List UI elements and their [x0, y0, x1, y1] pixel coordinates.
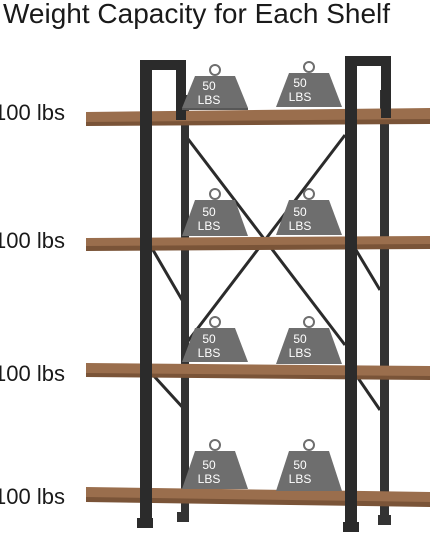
weight-value: 50	[202, 79, 216, 93]
shelf-2-capacity-label: 100 lbs	[0, 228, 65, 253]
weight-value: 50	[293, 332, 307, 346]
weight-unit: LBS	[198, 472, 221, 486]
weight-value: 50	[202, 458, 216, 472]
weight-shelf2-left: 50 LBS	[182, 188, 248, 236]
side-diagonal-braces	[151, 249, 382, 412]
weight-unit: LBS	[289, 346, 312, 360]
weight-shelf4-right: 50 LBS	[276, 439, 342, 491]
weight-unit: LBS	[289, 219, 312, 233]
page-title: Weight Capacity for Each Shelf	[3, 0, 391, 29]
shelf-1-capacity-label: 100 lbs	[0, 100, 65, 125]
weight-unit: LBS	[198, 93, 221, 107]
back-uprights	[177, 90, 391, 525]
weight-shelf3-left: 50 LBS	[182, 316, 248, 362]
weight-shelf1-left: 50 LBS	[182, 64, 248, 110]
shelf-2	[86, 236, 430, 251]
front-uprights	[137, 56, 391, 532]
weight-unit: LBS	[198, 346, 221, 360]
shelf-1	[86, 108, 430, 126]
weight-shelf1-right: 50 LBS	[276, 61, 342, 107]
weight-value: 50	[293, 205, 307, 219]
shelf-4-capacity-label: 100 lbs	[0, 484, 65, 509]
weight-value: 50	[202, 332, 216, 346]
shelf-4	[86, 487, 430, 507]
weight-shelf4-left: 50 LBS	[182, 439, 248, 489]
weight-value: 50	[202, 205, 216, 219]
weight-value: 50	[293, 458, 307, 472]
weight-unit: LBS	[198, 219, 221, 233]
shelf-3	[86, 363, 430, 380]
shelf-3-capacity-label: 100 lbs	[0, 361, 65, 386]
weight-unit: LBS	[289, 472, 312, 486]
weight-shelf3-right: 50 LBS	[276, 316, 342, 364]
weight-value: 50	[293, 76, 307, 90]
weight-shelf2-right: 50 LBS	[276, 188, 342, 235]
weight-unit: LBS	[289, 90, 312, 104]
